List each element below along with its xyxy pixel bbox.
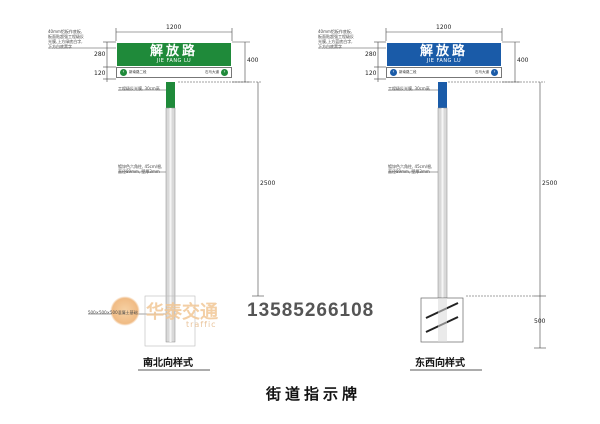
left-pole-note: 镀锌色六角柱, 45cm/根, 直径89mm, 壁厚3mm [118, 164, 163, 174]
right-collar-note: 工程级反光膜, 30cm高 [388, 86, 430, 91]
left-sign-main-panel: 解放路 JIE FANG LU [116, 42, 232, 67]
right-height-400: 400 [517, 57, 529, 64]
left-caption: 南北向样式 [143, 358, 193, 369]
watermark-sub: traffic [186, 320, 217, 329]
left-height-2500: 2500 [260, 180, 276, 187]
right-road-name: 解放路 [419, 44, 468, 59]
right-height-2500: 2500 [542, 180, 558, 187]
right-height-500: 500 [534, 318, 546, 325]
watermark-brand: 华泰交通 [146, 302, 218, 323]
left-direction-left: 新南路二段 [129, 70, 147, 74]
right-width-label: 1200 [436, 24, 452, 31]
left-base-note: 500×500×500混凝土基础 [88, 310, 138, 315]
right-caption: 东西向样式 [415, 358, 465, 369]
left-height-400: 400 [247, 57, 259, 64]
left-arrow-right-icon: › [221, 69, 228, 76]
left-road-name: 解放路 [149, 44, 198, 59]
right-pole-collar [438, 82, 447, 108]
left-width-label: 1200 [166, 24, 182, 31]
left-panel-note: 40mm铝板作底板, 板面贴超强工程级反 光膜,上方绿底白字, 下方白底黑字 [48, 29, 84, 49]
left-sign-sub-panel: ‹ 新南路二段 石马大道 › [116, 67, 232, 78]
right-road-pinyin: JIE FANG LU [426, 58, 462, 64]
right-pole-embedded [438, 298, 447, 342]
drawing-title: 街道指示牌 [266, 385, 362, 403]
right-arrow-right-icon: › [491, 69, 498, 76]
right-direction-right: 石马大道 [475, 70, 489, 74]
left-road-pinyin: JIE FANG LU [156, 58, 192, 64]
right-arrow-left-icon: ‹ [390, 69, 397, 76]
left-height-120: 120 [94, 70, 106, 77]
left-arrow-left-icon: ‹ [120, 69, 127, 76]
right-height-120: 120 [365, 70, 377, 77]
phone-number: 13585266108 [247, 300, 375, 321]
left-direction-right: 石马大道 [205, 70, 219, 74]
right-sign-sub-panel: ‹ 新南路二段 石马大道 › [386, 67, 502, 78]
left-collar-note: 工程级反光膜, 30cm高 [118, 86, 160, 91]
right-height-280: 280 [365, 51, 377, 58]
right-pole-note: 镀锌色六角柱, 45cm/根, 直径89mm, 壁厚3mm [388, 164, 433, 174]
right-sign-main-panel: 解放路 JIE FANG LU [386, 42, 502, 67]
right-panel-note: 40mm铝板作底板, 板面贴超强工程级反 光膜,上方蓝底白字, 下方白底黑字 [318, 29, 354, 49]
left-height-280: 280 [94, 51, 106, 58]
left-foundation [144, 295, 196, 347]
left-pole-collar [166, 82, 175, 108]
right-direction-left: 新南路二段 [399, 70, 417, 74]
watermark-logo [110, 296, 140, 326]
